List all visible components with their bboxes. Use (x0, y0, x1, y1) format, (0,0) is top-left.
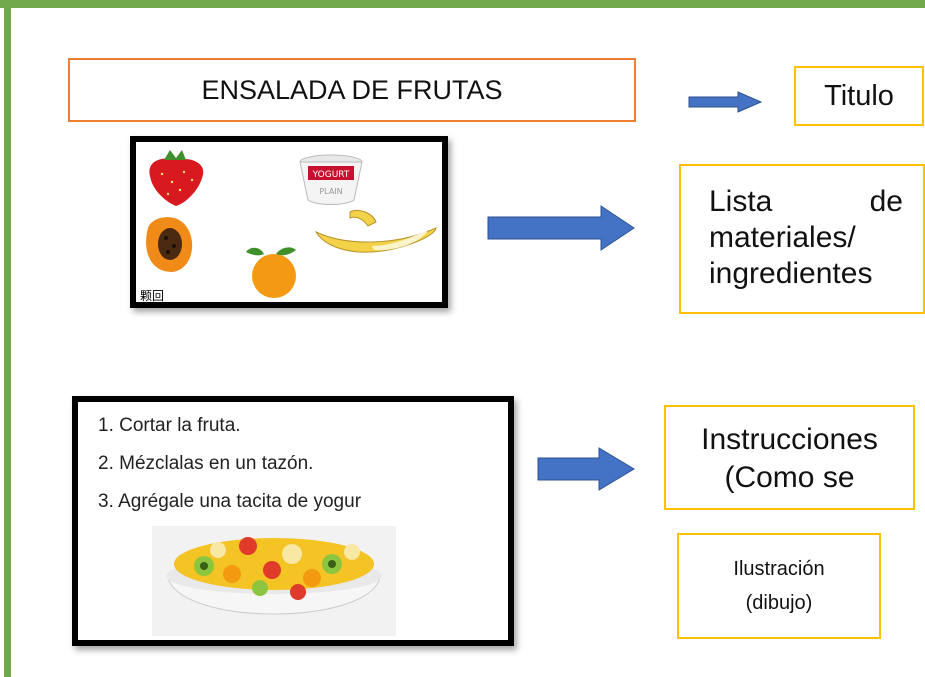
frame-top-border (0, 0, 925, 8)
step-item: 2. Mézclalas en un tazón. (98, 453, 314, 474)
strawberry-icon (149, 150, 204, 206)
orange-icon (246, 247, 296, 298)
instrucciones-line1: Instrucciones (701, 423, 878, 456)
frame-left-border (4, 8, 11, 677)
ingredients-image: YOGURT PLAIN 颗回 (130, 136, 448, 308)
arrow-right-icon (537, 447, 635, 491)
recipe-title: ENSALADA DE FRUTAS (201, 74, 503, 105)
steps-list: 1. Cortar la fruta. 2. Mézclalas en un t… (98, 412, 361, 526)
label-ilustracion: Ilustración (dibujo) (677, 533, 881, 639)
lista-word: Lista (709, 185, 773, 218)
svg-text:PLAIN: PLAIN (319, 187, 342, 196)
svg-text:颗回: 颗回 (140, 289, 164, 302)
arrow-right-icon (487, 205, 635, 251)
ilustracion-line1: Ilustración (733, 558, 825, 580)
instructions-image: 1. Cortar la fruta. 2. Mézclalas en un t… (72, 396, 514, 646)
label-instrucciones: Instrucciones (Como se (664, 405, 915, 510)
step-item: 1. Cortar la fruta. (98, 415, 241, 436)
de-word: de (869, 185, 903, 218)
yogurt-cup-icon: YOGURT PLAIN (299, 154, 363, 205)
svg-text:YOGURT: YOGURT (312, 170, 350, 180)
banana-icon (314, 209, 437, 253)
ilustracion-line2: (dibujo) (745, 592, 813, 614)
lista-line-ingredientes: ingredientes (709, 257, 873, 290)
papaya-icon (146, 217, 193, 272)
label-titulo: Titulo (794, 66, 924, 126)
instrucciones-line2: (Como se (724, 461, 855, 494)
step-item: 3. Agrégale una tacita de yogur (98, 491, 362, 512)
arrow-right-icon (688, 91, 762, 113)
label-titulo-text: Titulo (824, 79, 894, 112)
recipe-title-box: ENSALADA DE FRUTAS (68, 58, 636, 122)
label-lista-materiales: Lista de materiales/ ingredientes (679, 164, 925, 314)
lista-line-materiales: materiales/ (709, 221, 856, 254)
fruit-salad-bowl-icon (152, 526, 396, 636)
fruit-illustration: YOGURT PLAIN 颗回 (140, 150, 437, 303)
